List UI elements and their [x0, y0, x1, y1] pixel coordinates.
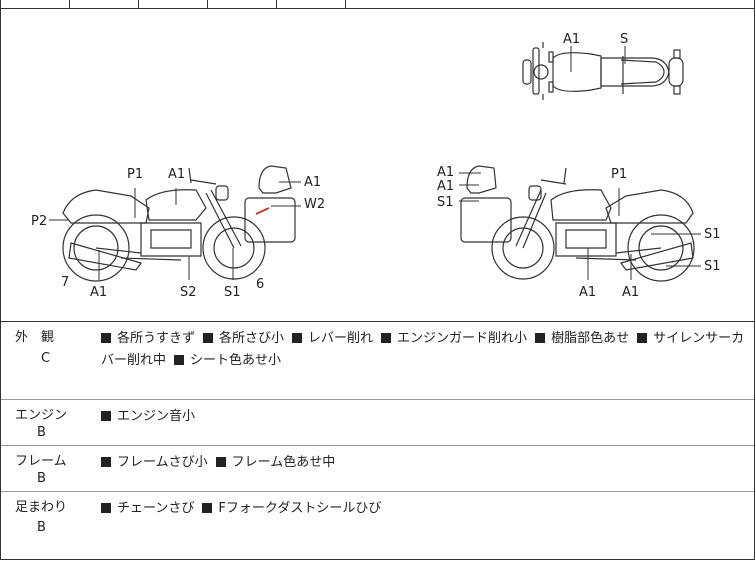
left-label-a1b: A1	[304, 175, 321, 190]
row-label: 足まわり	[15, 500, 68, 515]
row-items: フレームさび小 フレーム色あせ中	[101, 452, 749, 474]
header-cell	[208, 0, 277, 8]
condition-item-text: フレームさび小	[117, 455, 208, 470]
row-items: チェーンさび Fフォークダストシールひび	[101, 498, 749, 520]
row-grade: B	[37, 425, 46, 440]
condition-item-text: 各所さび小	[219, 331, 285, 346]
condition-item: チェーンさび	[101, 501, 194, 516]
right-label-s1: S1	[437, 195, 454, 210]
row-grade: B	[37, 520, 46, 535]
square-bullet-icon	[292, 333, 303, 343]
left-label-a1: A1	[168, 167, 185, 182]
motorcycle-right-view	[460, 165, 695, 282]
square-bullet-icon	[215, 457, 226, 467]
header-cell	[277, 0, 346, 8]
square-bullet-icon	[535, 333, 546, 343]
row-items: エンジン音小	[101, 406, 749, 428]
condition-item: レバー削れ	[292, 331, 373, 346]
row-label: エンジン	[15, 408, 68, 423]
right-label-a1c: A1	[579, 285, 596, 300]
left-label-6: 6	[256, 277, 264, 292]
right-label-s1c: S1	[704, 259, 721, 274]
condition-item-text: 樹脂部色あせ	[551, 331, 630, 346]
left-label-a1c: A1	[90, 285, 107, 300]
condition-item-text: シート色あせ小	[190, 353, 282, 368]
square-bullet-icon	[101, 457, 111, 467]
condition-item-text: サイレンサーカバー削れ中	[101, 331, 745, 368]
header-strip	[1, 0, 754, 9]
left-label-p1: P1	[127, 167, 143, 182]
condition-item-text: Fフォークダストシールひび	[218, 501, 382, 516]
square-bullet-icon	[101, 333, 111, 343]
right-label-s1b: S1	[704, 227, 721, 242]
square-bullet-icon	[202, 503, 213, 513]
square-bullet-icon	[637, 333, 648, 343]
header-cell	[139, 0, 208, 8]
right-label-a1: A1	[437, 165, 454, 180]
condition-item: 各所さび小	[203, 331, 284, 346]
condition-item: フレーム色あせ中	[215, 455, 336, 470]
motorcycle-left-view	[62, 165, 296, 282]
row-exterior: 外 観 C 各所うすきず 各所さび小 レバー削れ エンジンガード削れ小 樹脂部色あせサイ…	[1, 322, 754, 400]
condition-item: エンジンガード削れ小	[381, 331, 527, 346]
square-bullet-icon	[101, 503, 111, 513]
row-engine: エンジン B エンジン音小	[1, 400, 754, 446]
left-label-s1: S1	[224, 285, 241, 300]
condition-item: フレームさび小	[101, 455, 208, 470]
condition-item: 各所うすきず	[101, 331, 195, 346]
condition-item: サイレンサーカバー削れ中	[101, 331, 744, 368]
square-bullet-icon	[101, 411, 111, 421]
condition-item: Fフォークダストシールひび	[202, 501, 381, 516]
row-grade: B	[37, 471, 46, 486]
row-grade: C	[41, 351, 51, 366]
damage-diagram: A1 S	[1, 8, 754, 322]
row-label: フレーム	[15, 454, 67, 469]
header-cell	[70, 0, 139, 8]
condition-item: 樹脂部色あせ	[535, 331, 629, 346]
header-cell	[1, 0, 70, 8]
square-bullet-icon	[381, 333, 392, 343]
row-frame: フレーム B フレームさび小 フレーム色あせ中	[1, 446, 754, 492]
condition-item: シート色あせ小	[174, 353, 281, 368]
condition-item: エンジン音小	[101, 409, 195, 424]
left-label-p2: P2	[31, 214, 47, 229]
top-label-a1: A1	[563, 32, 580, 47]
condition-item-text: レバー削れ	[308, 331, 374, 346]
left-label-s2: S2	[180, 285, 197, 300]
left-label-7: 7	[61, 275, 69, 290]
condition-item-text: 各所うすきず	[117, 331, 196, 346]
motorcycle-top-view	[522, 42, 684, 100]
condition-item-text: フレーム色あせ中	[231, 455, 336, 470]
damage-mark-w2	[255, 207, 270, 215]
condition-item-text: チェーンさび	[117, 501, 195, 516]
square-bullet-icon	[174, 355, 185, 365]
right-label-p1: P1	[611, 167, 627, 182]
top-label-s: S	[620, 32, 628, 47]
right-label-a1b: A1	[437, 179, 454, 194]
condition-item-text: エンジンガード削れ小	[397, 331, 528, 346]
condition-item-text: エンジン音小	[117, 409, 196, 424]
row-suspension: 足まわり B チェーンさび Fフォークダストシールひび	[1, 492, 754, 559]
right-label-a1d: A1	[622, 285, 639, 300]
row-items: 各所うすきず 各所さび小 レバー削れ エンジンガード削れ小 樹脂部色あせサイレンサーカバ…	[101, 328, 749, 372]
row-label: 外 観	[15, 330, 55, 345]
square-bullet-icon	[203, 333, 214, 343]
left-label-w2: W2	[304, 197, 325, 212]
